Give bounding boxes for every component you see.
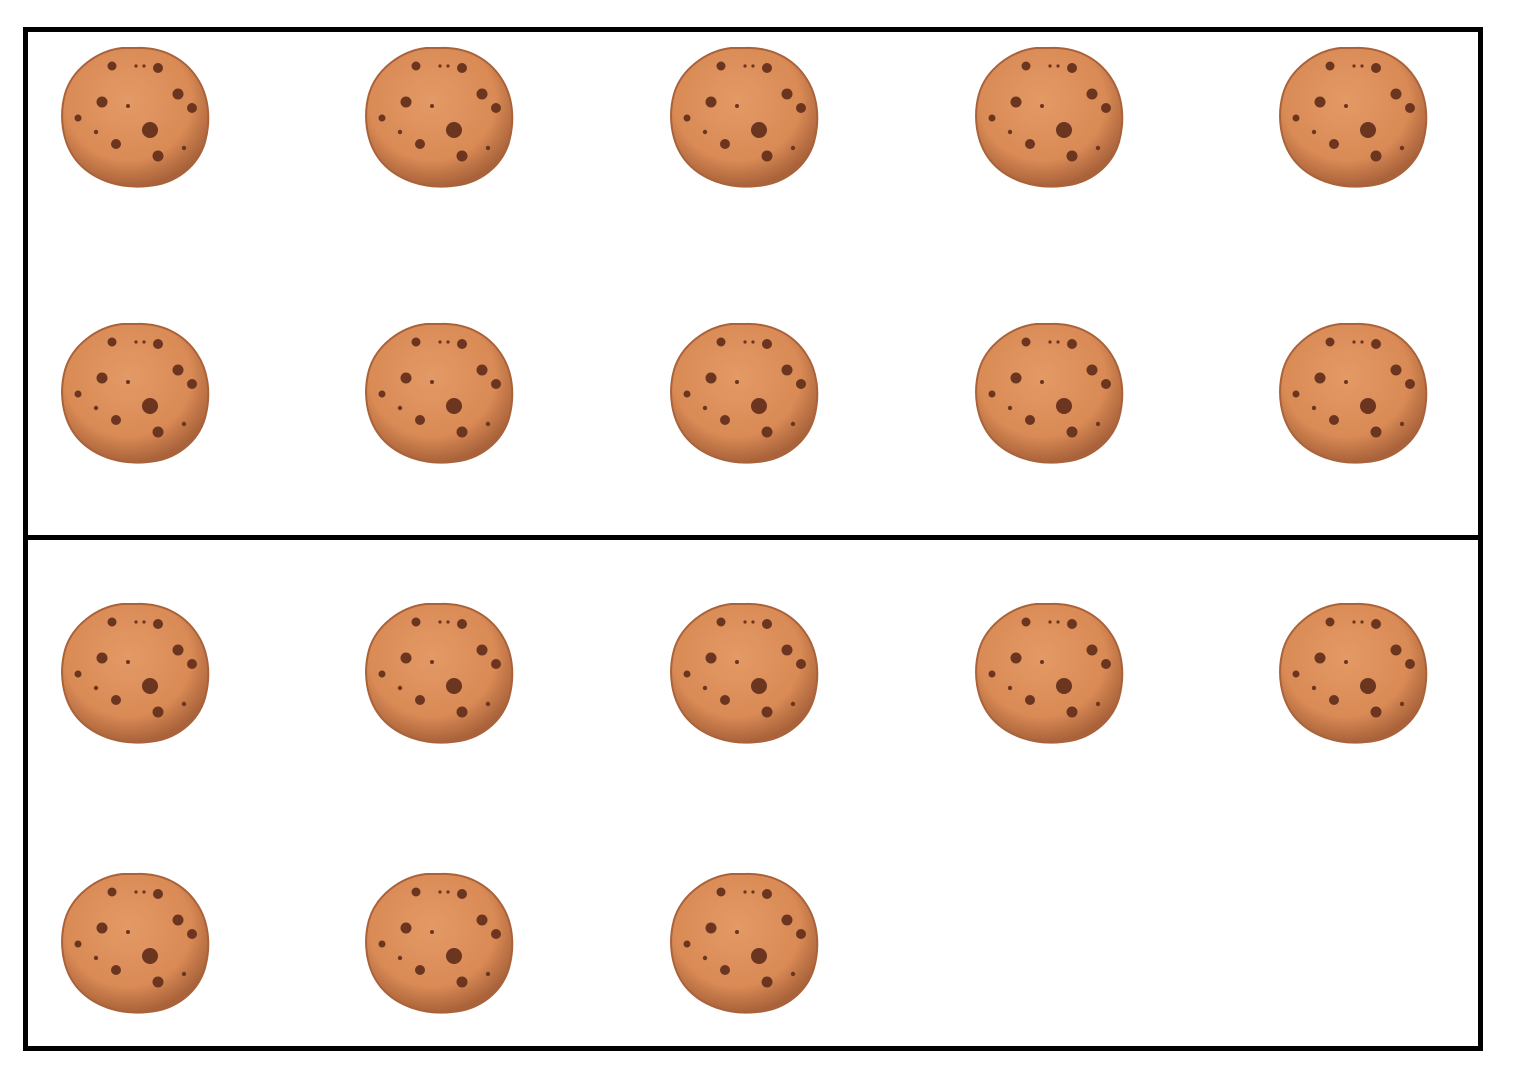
- cookie-icon: [362, 600, 518, 746]
- cookie-icon: [362, 320, 518, 466]
- cookie-icon: [58, 44, 214, 190]
- cookie-icon: [58, 320, 214, 466]
- cookie-icon: [972, 320, 1128, 466]
- cookie-icon: [1276, 44, 1432, 190]
- cookie-icon: [58, 600, 214, 746]
- cookie-icon: [972, 600, 1128, 746]
- cookie-icon: [58, 870, 214, 1016]
- cookie-icon: [1276, 320, 1432, 466]
- cookie-icon: [667, 870, 823, 1016]
- cookie-icon: [1276, 600, 1432, 746]
- cookie-icon: [972, 44, 1128, 190]
- cookie-icon: [667, 44, 823, 190]
- cookie-icon: [667, 600, 823, 746]
- cookie-icon: [667, 320, 823, 466]
- cookie-icon: [362, 44, 518, 190]
- cookie-icon: [362, 870, 518, 1016]
